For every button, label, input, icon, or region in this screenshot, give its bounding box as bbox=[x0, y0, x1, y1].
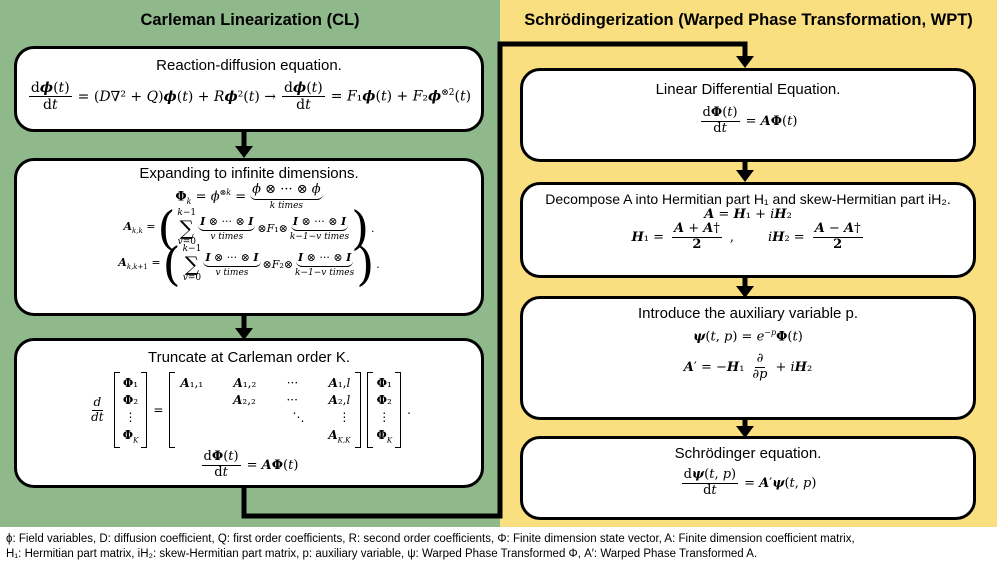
truncated-compact-equation: dΦ(t)dt = AΦ(t) bbox=[201, 449, 299, 480]
truncate-title: Truncate at Carleman order K. bbox=[147, 349, 351, 366]
hermitian-decomposition-title: Decompose A into Hermitian part H₁ and s… bbox=[545, 191, 951, 207]
schrodingerization-panel-title: Schrödingerization (Warped Phase Transfo… bbox=[524, 11, 973, 29]
footnote-line-1: ϕ: Field variables, D: diffusion coeffic… bbox=[6, 533, 855, 545]
reaction-diffusion-equation: dϕ(t)dt = (D∇² + Q)ϕ(t) + Rϕ²(t) → dϕ(t)… bbox=[28, 80, 472, 114]
footnote-line-2: H₁: Hermitian part matrix, iH₂: skew-Her… bbox=[6, 548, 758, 560]
carleman-panel-title: Carleman Linearization (CL) bbox=[140, 11, 360, 29]
k-times-label: k times bbox=[269, 201, 304, 211]
a-decomposition-equation: A = H₁ + iH₂ bbox=[704, 207, 792, 222]
hermitian-decomposition-box: Decompose A into Hermitian part H₁ and s… bbox=[520, 182, 976, 278]
auxiliary-variable-title: Introduce the auxiliary variable p. bbox=[637, 305, 859, 322]
auxiliary-variable-box: Introduce the auxiliary variable p. ψ(t,… bbox=[520, 296, 976, 420]
reaction-diffusion-box: Reaction-diffusion equation. dϕ(t)dt = (… bbox=[14, 46, 484, 132]
h1-h2-definition: H₁ = A + A†2 , iH₂ = A − A†2 bbox=[631, 221, 863, 252]
schrodinger-equation-title: Schrödinger equation. bbox=[674, 445, 822, 462]
schrodinger-equation-box: Schrödinger equation. dψ(t, p)dt = A′ψ(t… bbox=[520, 436, 976, 520]
warped-phase-equation: ψ(t, p) = e−pΦ(t) bbox=[693, 328, 803, 345]
linear-de-box: Linear Differential Equation. dΦ(t)dt = … bbox=[520, 68, 976, 162]
linear-de-equation: dΦ(t)dt = AΦ(t) bbox=[700, 105, 798, 136]
infinite-dimension-box: Expanding to infinite dimensions. Φk = ϕ… bbox=[14, 158, 484, 316]
schrodinger-equation: dψ(t, p)dt = A′ψ(t, p) bbox=[681, 467, 817, 498]
linear-de-title: Linear Differential Equation. bbox=[655, 81, 841, 98]
a-prime-equation: A′ = −H₁ ∂∂p + iH₂ bbox=[683, 351, 813, 383]
reaction-diffusion-title: Reaction-diffusion equation. bbox=[156, 57, 342, 74]
infinite-dimension-title: Expanding to infinite dimensions. bbox=[139, 165, 359, 182]
